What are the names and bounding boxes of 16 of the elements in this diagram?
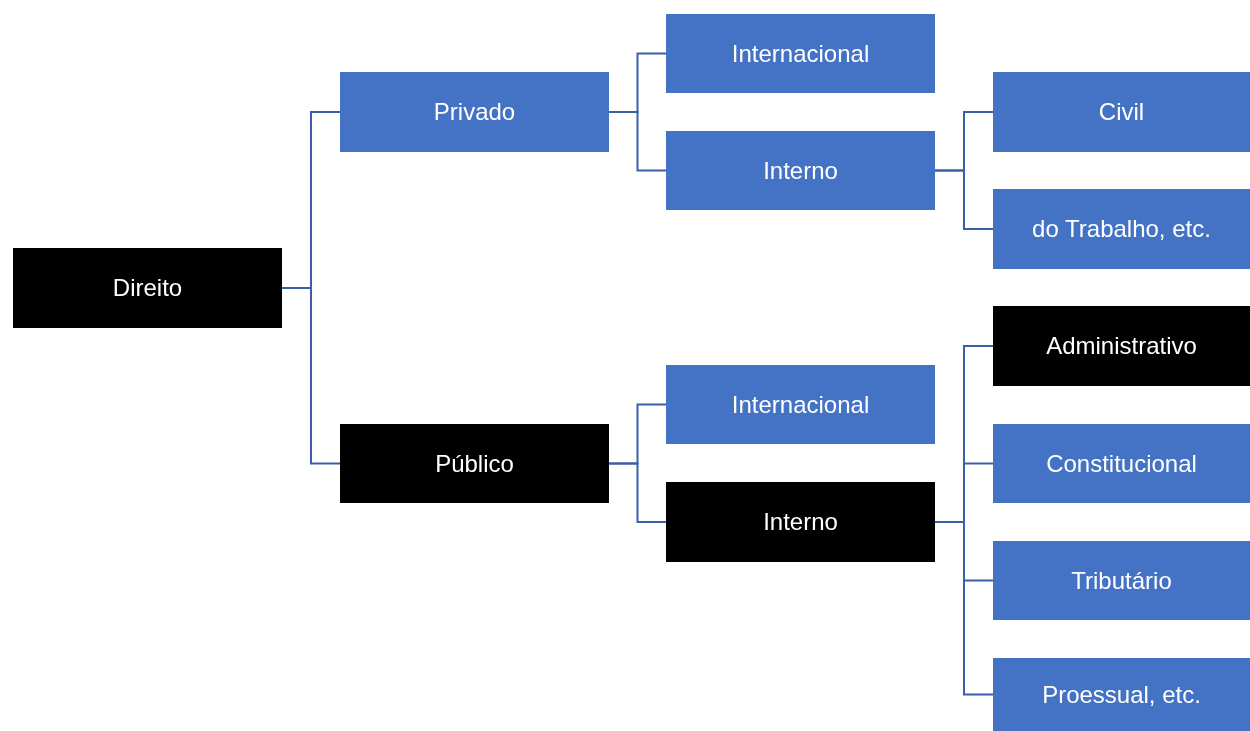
category-box: Privado: [340, 72, 609, 152]
connector-line: [934, 169, 994, 230]
category-box: Internacional: [666, 365, 935, 444]
category-box: Internacional: [666, 14, 935, 93]
category-box: Interno: [666, 131, 935, 210]
category-box: Público: [340, 424, 609, 503]
category-box: do Trabalho, etc.: [993, 189, 1250, 269]
category-box: Constitucional: [993, 424, 1250, 503]
category-box: Tributário: [993, 541, 1250, 620]
connector-line: [608, 111, 667, 172]
category-box: Interno: [666, 482, 935, 562]
category-box: Direito: [13, 248, 282, 328]
category-box: Proessual, etc.: [993, 658, 1250, 731]
category-box: Administrativo: [993, 306, 1250, 386]
category-box: Civil: [993, 72, 1250, 152]
connector-line: [608, 462, 667, 523]
